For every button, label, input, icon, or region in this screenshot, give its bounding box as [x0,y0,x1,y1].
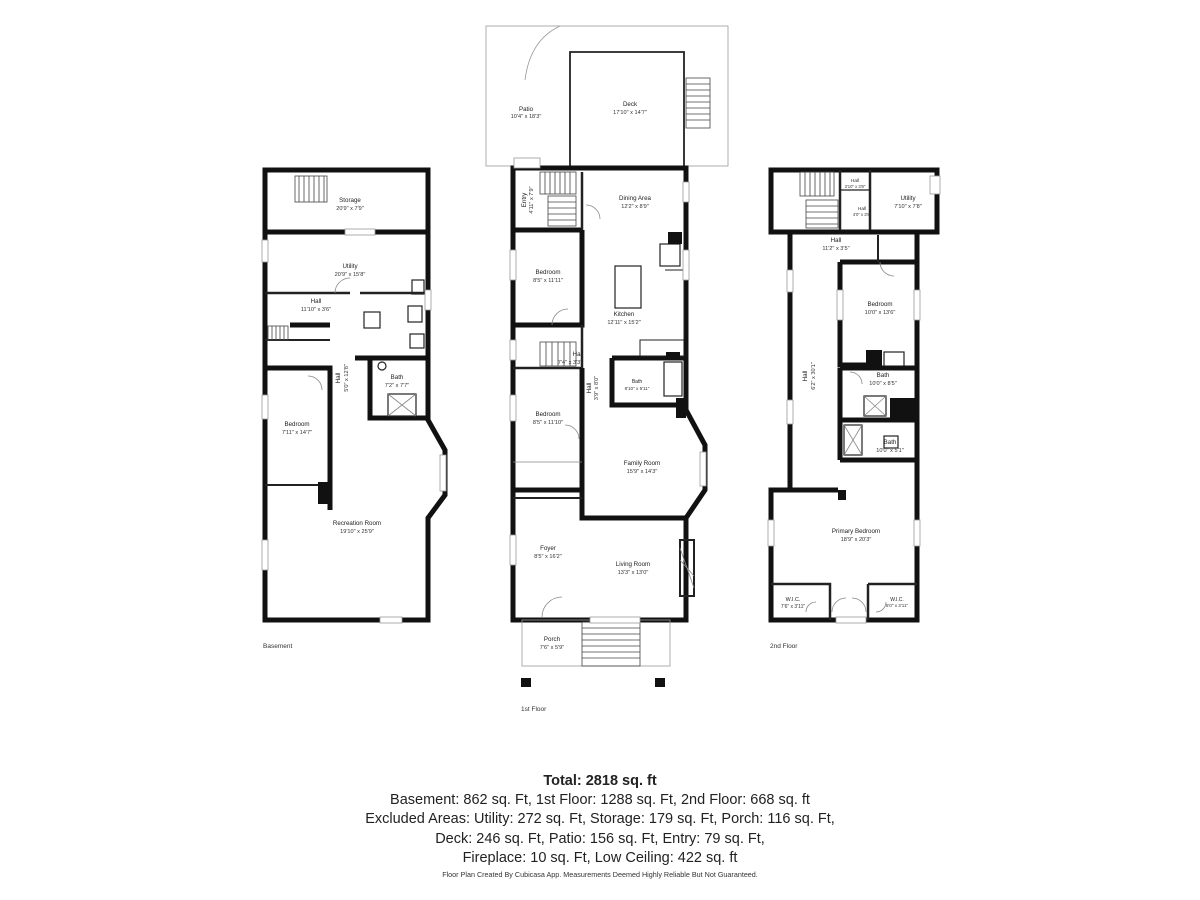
room-dimensions: 20'9" x 15'8" [335,272,366,278]
room-dimensions: 7'4" x 3'3" [558,360,582,366]
room-dimensions: 11'10" x 3'6" [301,307,331,313]
room-dimensions: 7'10" x 7'8" [894,204,922,210]
room-dimensions: 13'3" x 13'0" [618,570,649,576]
room-dimensions: 15'9" x 14'3" [627,469,658,475]
room-dimensions: 10'0" x 13'6" [865,310,896,316]
room-dimensions: 19'10" x 25'9" [340,529,374,535]
room-name: Family Room [624,460,660,467]
room-dimensions: 11'2" x 3'5" [822,246,849,252]
room-name: Bath [877,372,890,379]
floor-label-first: 1st Floor [521,706,547,713]
room-name: W.I.C. [786,597,801,603]
room-name: Porch [544,636,561,643]
room-name: Bedroom [535,411,560,418]
room-name: Bath [391,374,404,381]
excluded-areas-line: Excluded Areas: Utility: 272 sq. Ft, Sto… [365,811,835,828]
room-dimensions: 20'9" x 7'9" [336,206,364,212]
room-dimensions: 7'11" x 14'7" [282,430,312,436]
room-dimensions: 12'2" x 8'9" [621,204,649,210]
room-dimensions: 8'5" x 11'11" [533,278,563,284]
room-name: Entry [521,192,528,207]
basement-plan: Storage 20'9" x 7'9" Utility 20'9" x 15'… [261,167,448,650]
room-name: Dining Area [619,195,652,202]
room-dimensions: 5'0" x 3'11" [886,603,909,608]
room-name: Recreation Room [333,520,381,527]
room-name: Utility [342,263,358,270]
room-dimensions: 7'2" x 7'7" [385,383,409,389]
room-dimensions: 8'10" x 5'11" [625,386,650,391]
floor-plan-diagram: Storage 20'9" x 7'9" Utility 20'9" x 15'… [261,25,941,713]
room-dimensions: 4'11" x 7'9" [529,186,535,213]
room-dimensions: 10'0" x 8'5" [869,381,897,387]
room-dimensions: 7'6" x 3'11" [781,604,805,610]
room-dimensions: 12'11" x 15'2" [607,320,640,326]
room-name: Storage [339,197,361,204]
area-summary: Total: 2818 sq. ft Basement: 862 sq. Ft,… [0,772,1200,868]
room-name: Hall [586,383,593,394]
room-name: Bedroom [535,269,560,276]
room-dimensions: 5'0" x 12'8" [344,364,350,392]
total-area: Total: 2818 sq. ft [543,773,657,789]
excluded-areas-line: Deck: 246 sq. Ft, Patio: 156 sq. Ft, Ent… [435,830,765,847]
floor-label-second: 2nd Floor [770,643,798,650]
room-name: W.I.C. [890,597,904,603]
room-name: Hall [802,371,809,382]
floor-label-basement: Basement [263,643,292,650]
first-floor-plan: Patio 10'4" x 18'3" Deck 17'10" x 14'7" … [485,25,729,713]
second-floor-plan: Hall 3'10" x 3'8" Hall 4'0" x 3'8" Utili… [767,167,941,650]
room-name: Living Room [616,561,650,568]
room-dimensions: 10'0" x 5'1" [876,448,904,454]
room-name: Bedroom [867,301,892,308]
floor-areas: Basement: 862 sq. Ft, 1st Floor: 1288 sq… [390,792,810,809]
room-dimensions: 4'0" x 3'8" [853,212,872,217]
room-dimensions: 8'5" x 16'2" [534,554,562,560]
room-name: Hall [831,237,842,244]
room-name: Bath [884,439,897,446]
room-dimensions: 3'10" x 3'8" [845,184,866,189]
room-name: Bedroom [284,421,309,428]
room-name: Patio [519,106,534,113]
room-name: Foyer [540,545,556,552]
room-name: Hall [573,351,584,358]
room-name: Hall [311,298,322,305]
room-dimensions: 17'10" x 14'7" [613,110,647,116]
room-dimensions: 7'6" x 5'9" [540,645,564,651]
room-name: Deck [623,101,638,108]
room-dimensions: 18'9" x 20'3" [841,537,872,543]
room-name: Bath [632,379,643,385]
room-dimensions: 8'5" x 11'10" [533,420,563,426]
room-dimensions: 6'2" x 30'1" [811,362,817,390]
room-name: Utility [900,195,916,202]
room-name: Hall [851,178,859,183]
room-name: Hall [335,373,342,384]
room-name: Hall [858,206,866,211]
credit-note: Floor Plan Created By Cubicasa App. Meas… [442,870,758,879]
room-dimensions: 3'9" x 8'0" [594,376,600,400]
room-dimensions: 10'4" x 18'3" [511,114,542,120]
room-name: Primary Bedroom [832,528,880,535]
excluded-areas-line: Fireplace: 10 sq. Ft, Low Ceiling: 422 s… [462,849,738,866]
room-name: Kitchen [614,311,635,318]
